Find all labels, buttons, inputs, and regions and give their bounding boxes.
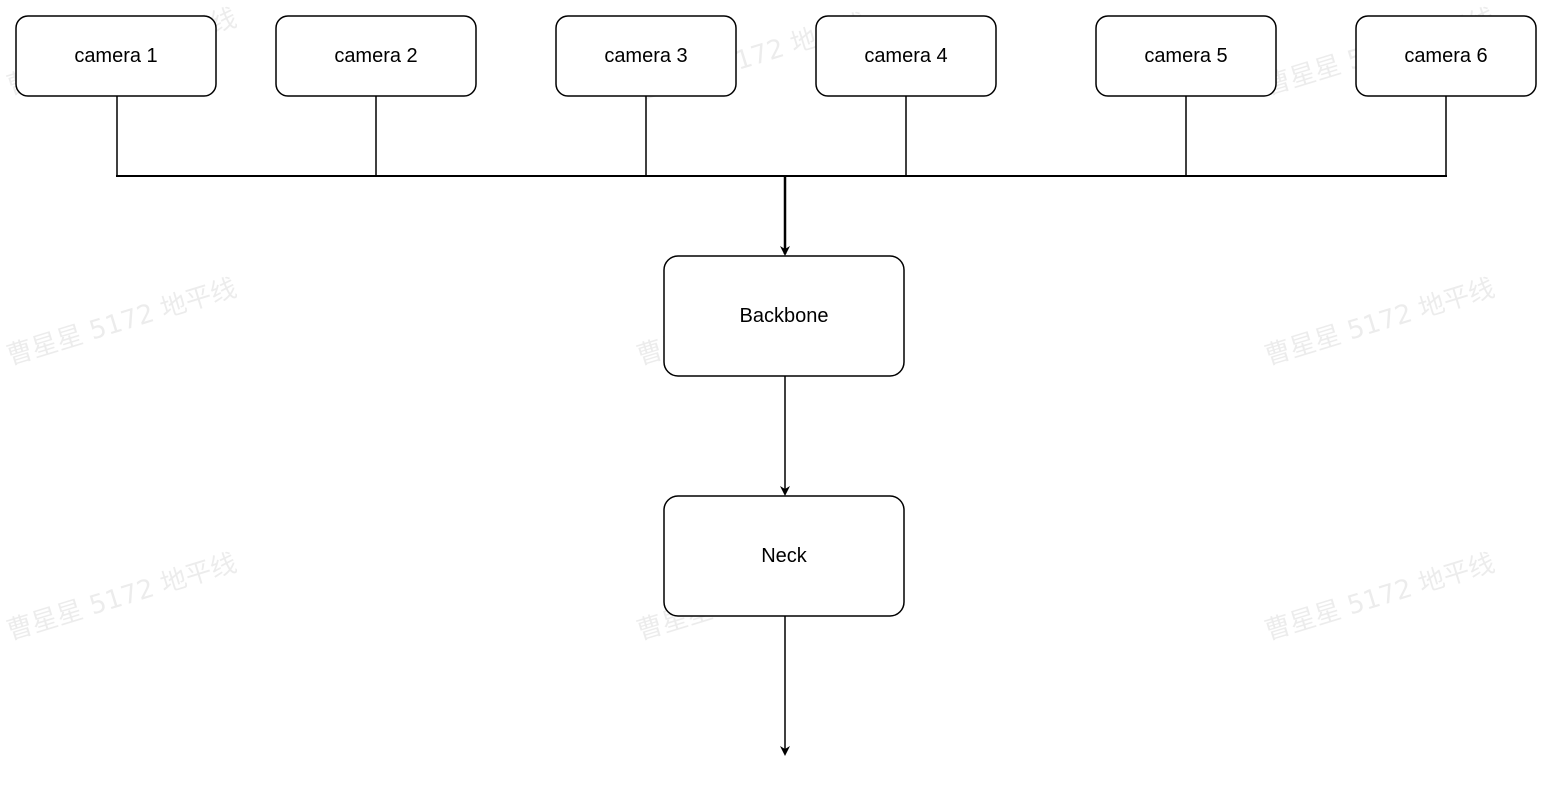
watermark-text: 曹星星 5172 地平线 [3,548,240,646]
camera-label: camera 2 [334,45,417,67]
camera-label: camera 5 [1144,45,1227,67]
camera-node-box [275,15,477,97]
camera-label: camera 6 [1404,45,1487,67]
camera-node-4[interactable]: camera 4 [815,15,997,97]
backbone-node-box [663,255,905,377]
camera-label: camera 1 [74,45,157,67]
camera-label: camera 3 [604,45,687,67]
neck-label: Neck [761,545,808,567]
camera-node-box [15,15,217,97]
camera-node-3[interactable]: camera 3 [555,15,737,97]
edges [116,96,1447,756]
camera-node-6[interactable]: camera 6 [1355,15,1537,97]
neck-node[interactable]: Neck [663,495,905,617]
camera-label: camera 4 [864,45,947,67]
backbone-node[interactable]: Backbone [663,255,905,377]
camera-node-box [1095,15,1277,97]
neck-node-box [663,495,905,617]
camera-node-box [815,15,997,97]
backbone-label: Backbone [740,305,829,327]
watermark-text: 曹星星 5172 地平线 [3,273,240,371]
camera-node-box [555,15,737,97]
watermark-text: 曹星星 5172 地平线 [1261,273,1498,371]
watermark-text: 曹星星 5172 地平线 [1261,548,1498,646]
camera-node-1[interactable]: camera 1 [15,15,217,97]
camera-node-5[interactable]: camera 5 [1095,15,1277,97]
camera-node-2[interactable]: camera 2 [275,15,477,97]
camera-node-box [1355,15,1537,97]
